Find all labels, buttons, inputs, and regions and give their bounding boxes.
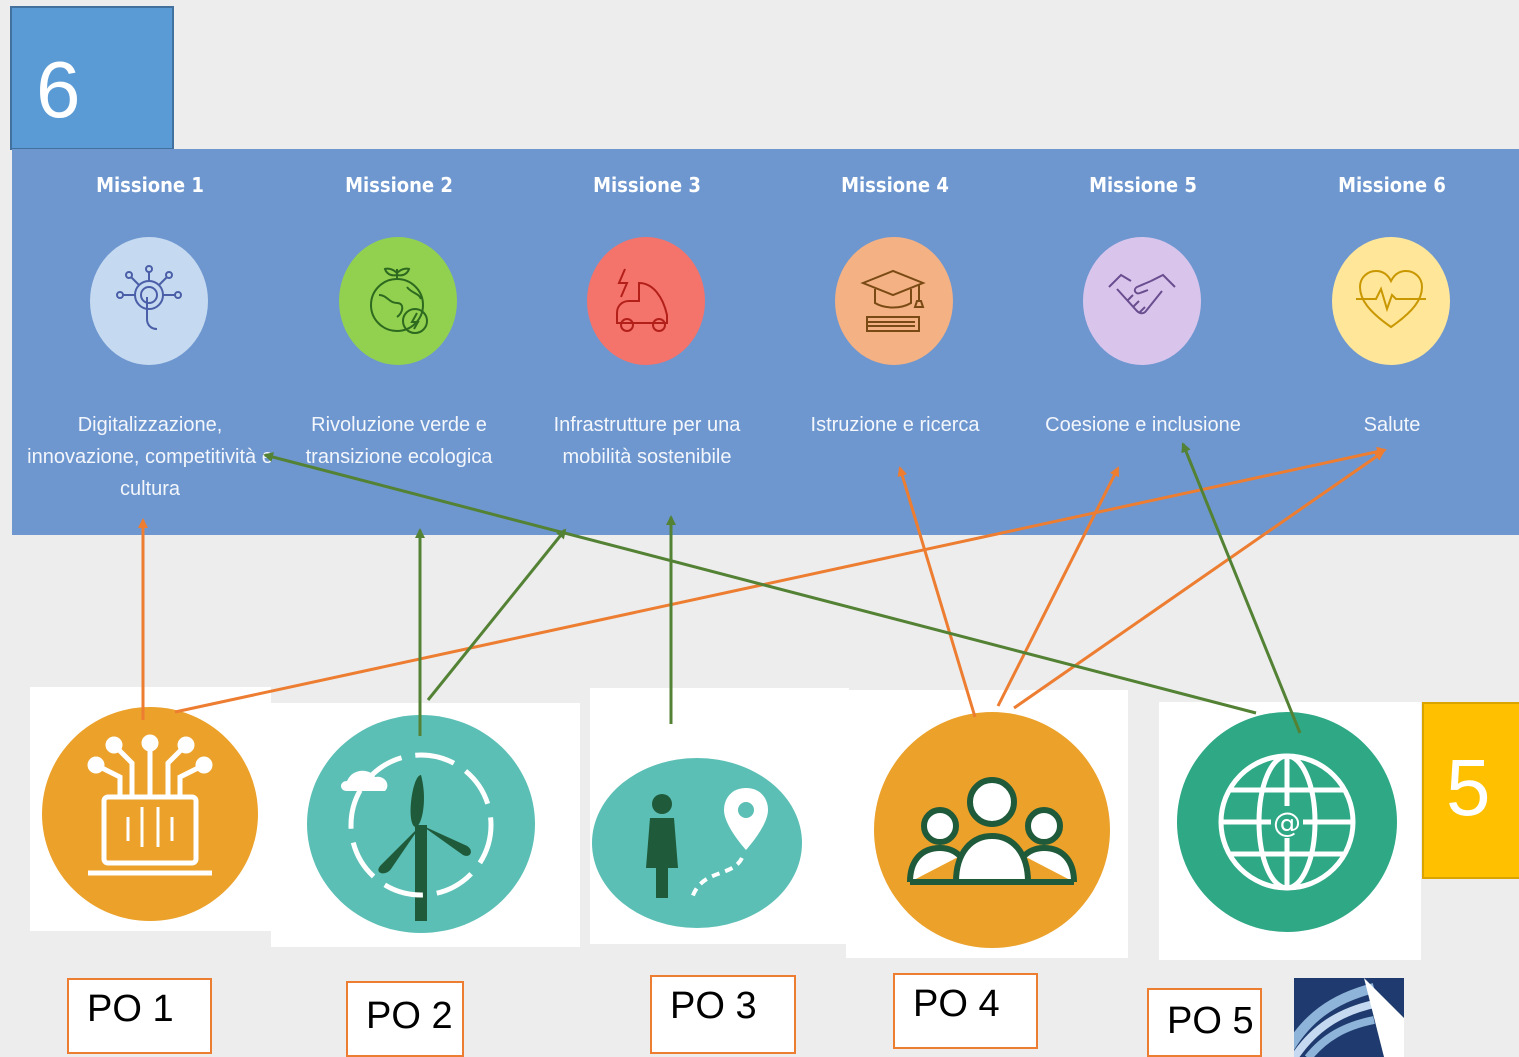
mission-title: Missione 4 bbox=[841, 173, 949, 197]
po-2-label: PO 2 bbox=[346, 981, 464, 1057]
mission-description: Coesione e inclusione bbox=[1045, 414, 1241, 436]
po-1-card bbox=[30, 687, 271, 931]
mission-description: Rivoluzione verde e transizione ecologic… bbox=[305, 414, 493, 468]
people-group-icon bbox=[874, 712, 1110, 948]
heart-pulse-icon bbox=[1332, 237, 1450, 365]
graduation-cap-icon bbox=[835, 237, 953, 365]
digital-tree-laptop-icon bbox=[42, 707, 258, 921]
mission-description: Istruzione e ricerca bbox=[810, 414, 980, 436]
arrow-po2-m3 bbox=[426, 528, 567, 701]
mission-description: Digitalizzazione, innovazione, competiti… bbox=[27, 414, 273, 500]
po-4-card bbox=[846, 690, 1128, 958]
mission-title: Missione 5 bbox=[1089, 173, 1197, 197]
mission-title: Missione 2 bbox=[345, 173, 453, 197]
missions-banner: Missione 1 Digitalizzazione, innovazione… bbox=[12, 149, 1519, 535]
svg-text:@: @ bbox=[1273, 806, 1301, 839]
po-5-card: @ bbox=[1159, 702, 1421, 960]
po-3-label: PO 3 bbox=[650, 975, 796, 1054]
electric-car-icon bbox=[587, 237, 705, 365]
po-1-label: PO 1 bbox=[67, 978, 212, 1054]
po-3-card bbox=[590, 688, 849, 944]
po-4-label: PO 4 bbox=[893, 973, 1038, 1049]
mission-description: Infrastrutture per una mobilità sostenib… bbox=[553, 414, 741, 468]
mission-title: Missione 1 bbox=[96, 173, 204, 197]
mission-title: Missione 3 bbox=[593, 173, 701, 197]
globe-at-icon: @ bbox=[1177, 712, 1397, 932]
handshake-icon bbox=[1083, 237, 1201, 365]
green-earth-icon bbox=[339, 237, 457, 365]
po-count-badge: 5 bbox=[1422, 702, 1519, 879]
mission-title: Missione 6 bbox=[1338, 173, 1446, 197]
po-2-card bbox=[271, 703, 580, 947]
mission-description: Salute bbox=[1363, 414, 1421, 436]
institution-logo-icon bbox=[1294, 978, 1404, 1057]
po-5-label: PO 5 bbox=[1147, 988, 1262, 1057]
digital-touch-icon bbox=[90, 237, 208, 365]
person-location-icon bbox=[592, 758, 802, 928]
wind-turbine-icon bbox=[307, 715, 535, 933]
mission-count-badge: 6 bbox=[10, 6, 174, 150]
